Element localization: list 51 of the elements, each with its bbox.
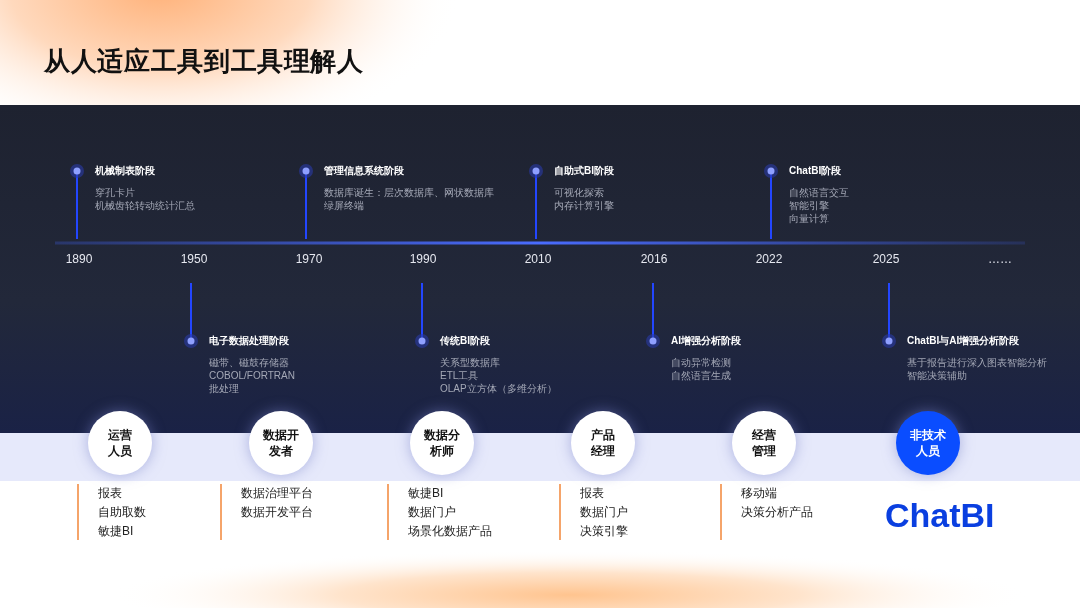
stage-title: 传统BI阶段 bbox=[440, 334, 491, 348]
stage-detail: 可视化探索 bbox=[554, 186, 605, 199]
stage-title: ChatBI与AI增强分析阶段 bbox=[907, 334, 1021, 348]
tool-item: 数据门户 bbox=[408, 504, 457, 521]
year-label: 1950 bbox=[180, 251, 208, 268]
stage-title: AI增强分析阶段 bbox=[671, 334, 741, 348]
stage-detail: 自然语言交互 bbox=[789, 186, 849, 199]
stage-detail: 绿屏终端 bbox=[324, 199, 365, 212]
year-label: 2025 bbox=[872, 251, 900, 268]
stage-detail: ETL工具 bbox=[440, 369, 480, 382]
stage-detail: 智能决策辅助 bbox=[907, 369, 968, 382]
stage-detail: 向量计算 bbox=[789, 212, 830, 225]
year-label: 2010 bbox=[524, 251, 552, 268]
stage-title: 管理信息系统阶段 bbox=[324, 164, 405, 178]
tool-item: 移动端 bbox=[741, 485, 778, 502]
stage-title: 机械制表阶段 bbox=[95, 164, 156, 178]
chatbi-highlight: ChatBI bbox=[885, 495, 995, 536]
stage-detail: OLAP立方体（多维分析） bbox=[440, 382, 557, 395]
tool-item: 自助取数 bbox=[98, 504, 146, 521]
year-label: …… bbox=[988, 251, 1012, 268]
stage-title: 电子数据处理阶段 bbox=[209, 334, 290, 348]
stage-detail: 智能引擎 bbox=[789, 199, 830, 212]
tool-item: 报表 bbox=[580, 485, 605, 502]
stage-detail: 关系型数据库 bbox=[440, 356, 501, 369]
slide-title: 从人适应工具到工具理解人 bbox=[44, 45, 364, 78]
tool-item: 数据门户 bbox=[580, 504, 628, 521]
stage-detail: 自动异常检测 bbox=[671, 356, 732, 369]
stage-detail: 自然语言生成 bbox=[671, 369, 732, 382]
year-label: 1890 bbox=[65, 251, 93, 268]
stage-detail: 穿孔卡片 bbox=[95, 186, 136, 199]
year-label: 1970 bbox=[295, 251, 323, 268]
year-label: 1990 bbox=[409, 251, 437, 268]
year-label: 2022 bbox=[755, 251, 783, 268]
tool-item: 数据开发平台 bbox=[241, 504, 313, 521]
tool-item: 数据治理平台 bbox=[241, 485, 313, 502]
stage-detail: COBOL/FORTRAN bbox=[209, 369, 295, 382]
stage-detail: 磁带、磁鼓存储器 bbox=[209, 356, 290, 369]
tool-item: 决策引擎 bbox=[580, 523, 628, 540]
stage-detail: 内存计算引擎 bbox=[554, 199, 614, 212]
tool-item: 报表 bbox=[98, 485, 123, 502]
tool-item: 场景化数据产品 bbox=[408, 523, 492, 540]
stage-title: 自助式BI阶段 bbox=[554, 164, 614, 178]
year-label: 2016 bbox=[640, 251, 668, 268]
tool-item: 敏捷BI bbox=[98, 523, 135, 540]
tool-item: 决策分析产品 bbox=[741, 504, 813, 521]
stage-detail: 批处理 bbox=[209, 382, 240, 395]
stage-title: ChatBI阶段 bbox=[789, 164, 843, 178]
stage-detail: 基于报告进行深入图表智能分析 bbox=[907, 356, 1047, 369]
stage-detail: 数据库诞生：层次数据库、网状数据库 bbox=[324, 186, 494, 199]
tool-item: 敏捷BI bbox=[408, 485, 445, 502]
stage-detail: 机械齿轮转动统计汇总 bbox=[95, 199, 195, 212]
